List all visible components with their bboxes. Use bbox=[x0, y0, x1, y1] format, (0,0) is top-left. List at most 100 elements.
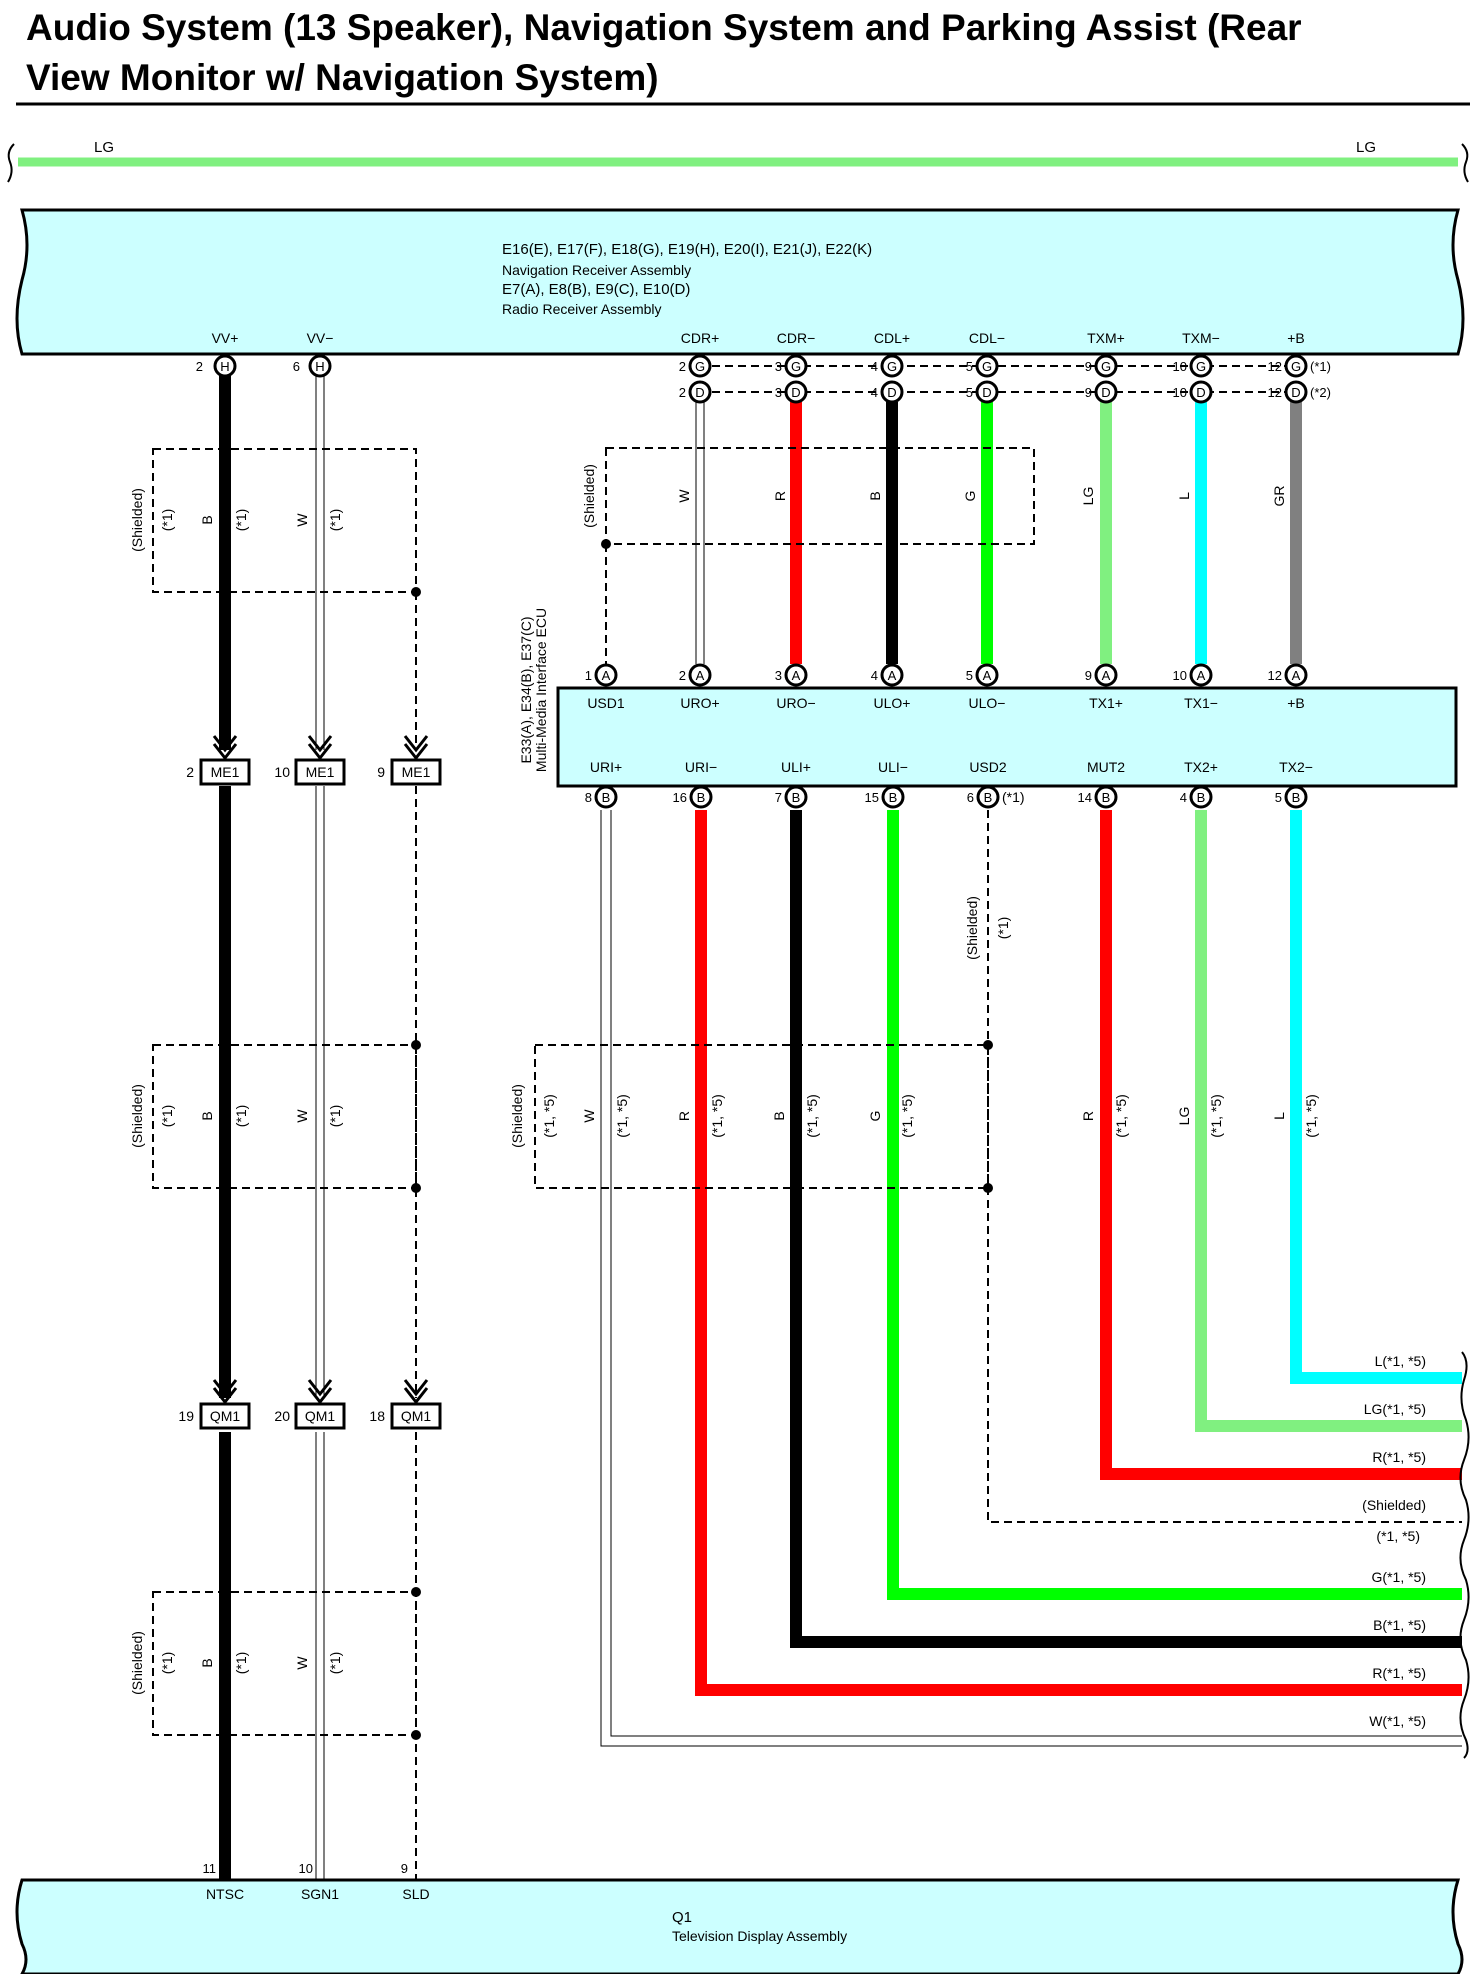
shield-node-2b bbox=[411, 1183, 421, 1193]
svg-text:D: D bbox=[1291, 385, 1300, 400]
svg-text:G: G bbox=[1196, 359, 1206, 374]
me1-arrows bbox=[212, 735, 429, 761]
wire-lg-tx2-plus bbox=[1195, 810, 1462, 1432]
svg-text:A: A bbox=[983, 668, 992, 683]
svg-text:G: G bbox=[1101, 359, 1111, 374]
svg-text:B: B bbox=[697, 790, 706, 805]
pin-b-5: 5 bbox=[1275, 790, 1282, 805]
connector-a-usd1: A bbox=[594, 663, 618, 687]
shield1-note3: (*1) bbox=[327, 509, 343, 532]
pin-b-14: 14 bbox=[1078, 790, 1092, 805]
svg-text:G: G bbox=[695, 359, 705, 374]
nav-unit-line1: E16(E), E17(F), E18(G), E19(H), E20(I), … bbox=[502, 241, 872, 258]
svg-text:B: B bbox=[1197, 790, 1206, 805]
svg-text:9: 9 bbox=[377, 764, 385, 780]
lower-b-label: B bbox=[771, 1111, 787, 1120]
pin-g-cdl-plus: 4 bbox=[871, 359, 878, 374]
svg-text:QM1: QM1 bbox=[305, 1408, 336, 1424]
qm1-arrows bbox=[212, 1379, 429, 1405]
lower-shield-label: (Shielded) bbox=[509, 1084, 525, 1148]
wire-w-uri-plus bbox=[600, 810, 1462, 1747]
wire-w-cdr-plus bbox=[695, 402, 705, 664]
exit-shielded: (Shielded) bbox=[1362, 1497, 1426, 1513]
ecu-line2: Multi-Media Interface ECU bbox=[533, 608, 549, 772]
lower-r2-note: (*1, *5) bbox=[1113, 1094, 1129, 1138]
ecu-a-term-5: TX1+ bbox=[1089, 695, 1123, 711]
lower-shield-note: (*1, *5) bbox=[541, 1094, 557, 1138]
term-txm-minus: TXM− bbox=[1182, 330, 1220, 346]
tv-term-ntsc: NTSC bbox=[206, 1886, 244, 1902]
connector-h-vv-minus: H bbox=[308, 354, 332, 378]
usd2-conn-note: (*1) bbox=[1002, 789, 1025, 805]
ecu-b-term-7: TX2− bbox=[1279, 759, 1313, 775]
connector-b-tx2+: B bbox=[1189, 785, 1213, 809]
pin-g-cdl-minus: 5 bbox=[966, 359, 973, 374]
pin-a-4: 4 bbox=[871, 668, 878, 683]
svg-text:ME1: ME1 bbox=[306, 764, 335, 780]
connector-g-cdl-plus: G bbox=[880, 354, 904, 378]
upper-shield-label: (Shielded) bbox=[581, 464, 597, 528]
ecu-a-term-0: USD1 bbox=[587, 695, 625, 711]
pin-d-txm-plus: 9 bbox=[1085, 385, 1092, 400]
shield3-note2: (*1) bbox=[233, 1652, 249, 1675]
pin-d-b-plus: 12 bbox=[1268, 385, 1282, 400]
bus-break-left bbox=[7, 143, 15, 183]
tv-term-sld: SLD bbox=[402, 1886, 429, 1902]
tv-unit-line1: Q1 bbox=[672, 1909, 692, 1926]
pin-d-cdl-minus: 5 bbox=[966, 385, 973, 400]
lower-l-label: L bbox=[1271, 1112, 1287, 1120]
exit-r-mut2: R(*1, *5) bbox=[1372, 1449, 1426, 1465]
shield1-w-label: W bbox=[294, 513, 310, 527]
ecu-a-term-1: URO+ bbox=[680, 695, 719, 711]
lower-l-note: (*1, *5) bbox=[1303, 1094, 1319, 1138]
lower-lg-note: (*1, *5) bbox=[1208, 1094, 1224, 1138]
svg-text:A: A bbox=[1102, 668, 1111, 683]
connector-d-cdr-plus: D bbox=[688, 380, 712, 404]
svg-text:D: D bbox=[982, 385, 991, 400]
svg-text:B: B bbox=[792, 790, 801, 805]
shield-node-lower-a bbox=[983, 1040, 993, 1050]
exit-b: B(*1, *5) bbox=[1373, 1617, 1426, 1633]
connector-qm1-b: QM1 19 bbox=[178, 1402, 251, 1430]
b-plus-note-g: (*1) bbox=[1310, 359, 1331, 374]
svg-text:B: B bbox=[889, 790, 898, 805]
svg-text:B: B bbox=[602, 790, 611, 805]
term-cdl-plus: CDL+ bbox=[874, 330, 910, 346]
svg-text:19: 19 bbox=[178, 1408, 194, 1424]
shield-node-3b bbox=[411, 1730, 421, 1740]
shield3-b-label: B bbox=[199, 1658, 215, 1667]
shield-node-3a bbox=[411, 1587, 421, 1597]
connector-b-uri−: B bbox=[689, 785, 713, 809]
shield1-note1: (*1) bbox=[159, 509, 175, 532]
term-txm-plus: TXM+ bbox=[1087, 330, 1125, 346]
connector-b-uli−: B bbox=[881, 785, 905, 809]
connector-g-b-plus: G bbox=[1284, 354, 1308, 378]
right-break-curve bbox=[1459, 1351, 1470, 1759]
lower-w-label: W bbox=[581, 1109, 597, 1123]
svg-text:10: 10 bbox=[274, 764, 290, 780]
pin-vv-plus: 2 bbox=[196, 359, 203, 374]
shield2-note3: (*1) bbox=[327, 1105, 343, 1128]
pin-a-12: 12 bbox=[1268, 668, 1282, 683]
pin-d-txm-minus: 10 bbox=[1173, 385, 1187, 400]
ecu-b-term-1: URI− bbox=[685, 759, 717, 775]
connector-me1-w: ME1 10 bbox=[274, 758, 346, 786]
wire-w-left bbox=[315, 368, 325, 1880]
svg-text:A: A bbox=[1292, 668, 1301, 683]
pin-g-b-plus: 12 bbox=[1268, 359, 1282, 374]
svg-text:G: G bbox=[982, 359, 992, 374]
pin-g-txm-minus: 10 bbox=[1173, 359, 1187, 374]
upper-w-label: W bbox=[676, 489, 692, 503]
connector-qm1-shield: QM1 18 bbox=[369, 1402, 442, 1430]
shield2-w-label: W bbox=[294, 1109, 310, 1123]
ecu-a-term-4: ULO− bbox=[969, 695, 1006, 711]
usd2-shield-label: (Shielded) bbox=[964, 896, 980, 960]
svg-text:G: G bbox=[791, 359, 801, 374]
shield-node-1 bbox=[411, 587, 421, 597]
shield3-note3: (*1) bbox=[327, 1652, 343, 1675]
connector-d-cdl-minus: D bbox=[975, 380, 999, 404]
